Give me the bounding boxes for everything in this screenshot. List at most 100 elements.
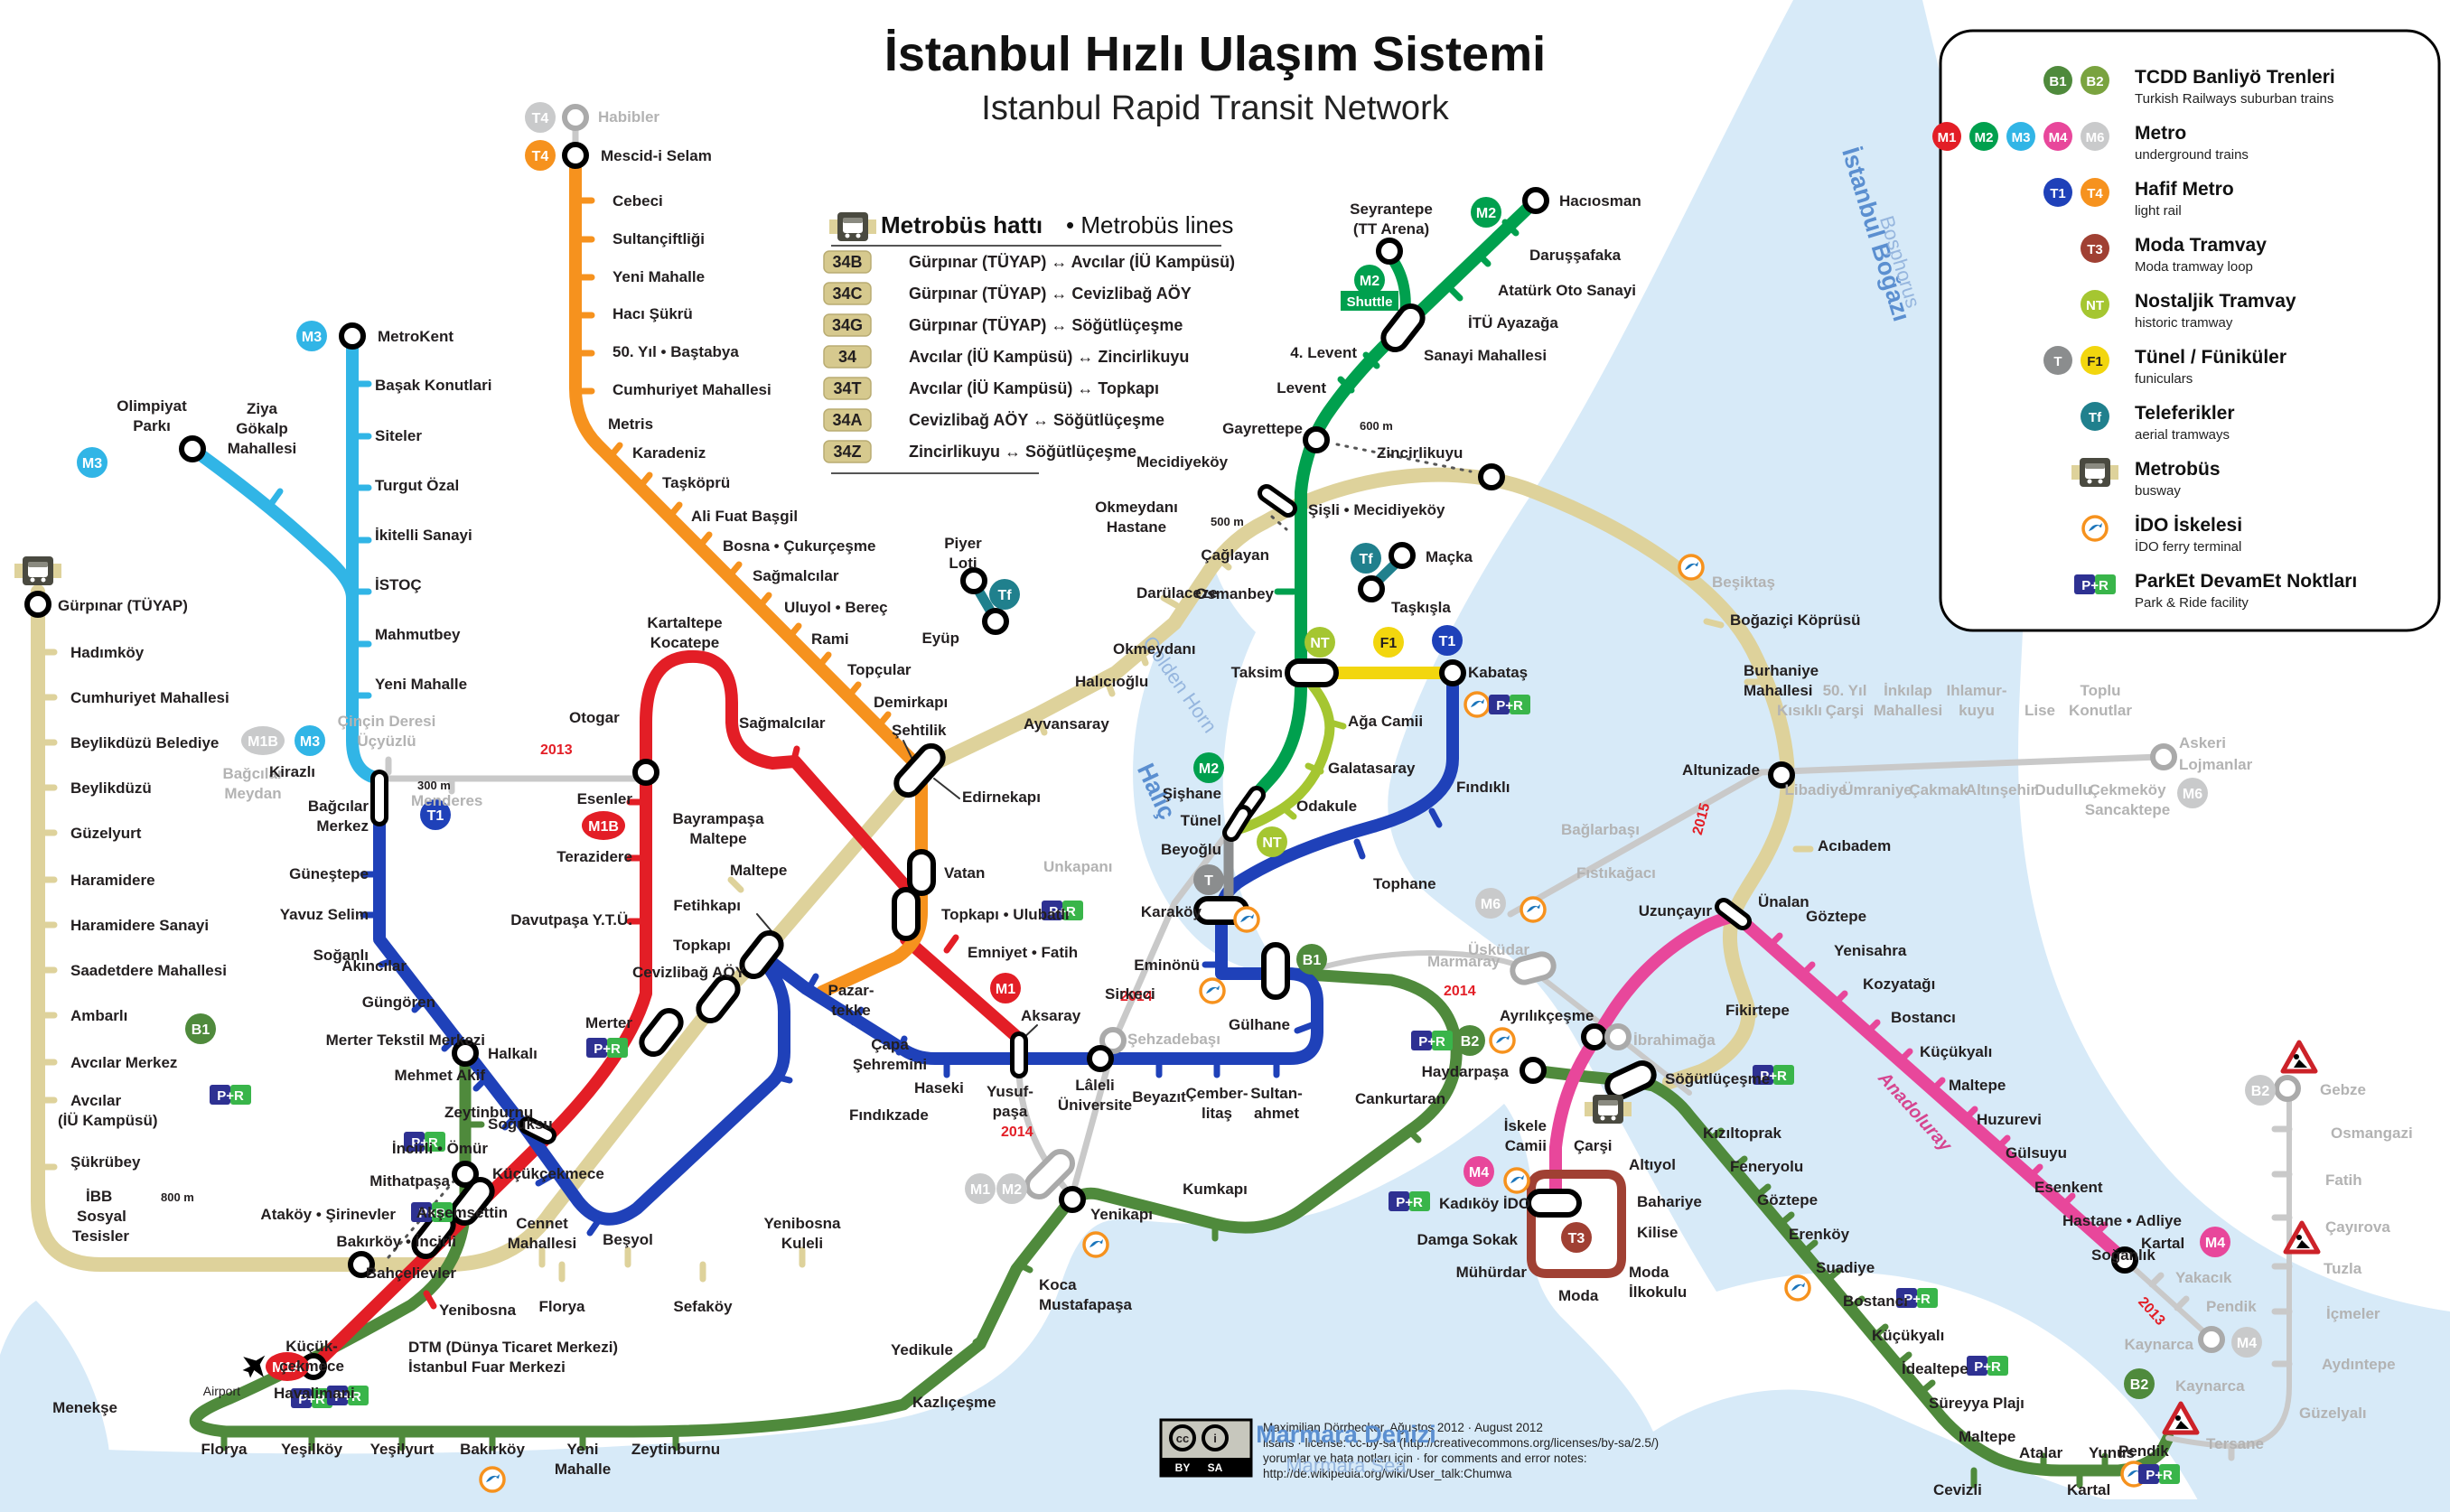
metrobus-icon (14, 556, 61, 585)
legend-badge-m4 (2043, 122, 2072, 151)
transfer-capsule (450, 1176, 495, 1227)
line-badge-label: B2 (2251, 1084, 2270, 1099)
station-label: Uluyol • Bereç (784, 599, 888, 616)
station-label: Kadıköy İDO (1439, 1195, 1530, 1212)
ferry-icon (1199, 977, 1226, 1004)
station-tick (756, 592, 772, 610)
station-label: Haramidere (70, 872, 155, 889)
station-tick (374, 1288, 390, 1308)
station-label: Bakırköy • İncirli (336, 1233, 456, 1250)
ferry-icon (1678, 554, 1705, 581)
cc-by-icon (1202, 1424, 1229, 1451)
metrobus-route-badge (823, 440, 872, 463)
station-circle (1604, 1023, 1632, 1050)
legend-label-tr: Metrobüs (2135, 459, 2221, 480)
station-tick (1279, 804, 1297, 820)
legend-label-en: historic tramway (2135, 315, 2233, 331)
station-label: Çapa (871, 1036, 909, 1053)
ferry-icon (1082, 1231, 1109, 1258)
future-station-label: Kaynarca (2175, 1377, 2245, 1395)
transfer-capsule (1261, 942, 1290, 1000)
station-label: Pendik (2118, 1442, 2169, 1460)
station-label: Fetihkapı (673, 897, 741, 914)
line-m4 (1549, 910, 2131, 1266)
legend-badge-m1 (1932, 122, 1961, 151)
transfer-capsule (1526, 1189, 1582, 1218)
legend-badge-t4 (2081, 178, 2109, 207)
metrobus-route-badge (823, 408, 872, 432)
map-label: BY (1175, 1461, 1191, 1474)
station-label: Sirkeci (1105, 985, 1155, 1003)
station-tick (423, 1290, 437, 1310)
station-circle (452, 1040, 479, 1067)
station-label: Cumhuriyet Mahallesi (70, 689, 229, 706)
line-badge (241, 726, 285, 755)
station-circle (1303, 426, 1330, 453)
station-label: Çağlayan (1201, 546, 1269, 564)
line-badge (582, 811, 625, 840)
station-tick (1473, 249, 1492, 267)
legend-label-tr: Tünel / Füniküler (2135, 347, 2286, 368)
station-label: Davutpaşa Y.T.Ü. (510, 911, 632, 929)
station-label: Olimpiyat (117, 397, 187, 415)
map-label: P+R (1396, 1195, 1423, 1210)
station-circle (1768, 761, 1795, 789)
station-label: Merter (585, 1014, 632, 1031)
line-badge (525, 102, 556, 133)
legend-badge-b1 (2043, 66, 2072, 95)
station-circle (1087, 1045, 1114, 1072)
map-label: P+R (1049, 904, 1076, 919)
station-label: Hacı Şükrü (612, 305, 693, 322)
station-label: Güngören (362, 994, 435, 1011)
station-label: Kartal (2141, 1235, 2184, 1252)
line-badge (2177, 778, 2208, 808)
station-label: Küçük- (285, 1338, 338, 1355)
station-label: Kozyatağı (1863, 975, 1935, 993)
station-label: Karadeniz (632, 444, 706, 462)
legend-label-tr: Metro (2135, 123, 2186, 144)
map-subtitle: Istanbul Rapid Transit Network (981, 89, 1449, 127)
station-label: Beylikdüzü (70, 779, 152, 797)
transfers-layer (24, 104, 2301, 1380)
station-label: Burhaniye (1744, 662, 1819, 679)
station-label: İncirli • Ömür (392, 1140, 488, 1157)
park-and-ride-icon: P+R (586, 1038, 628, 1058)
station-label: Kabataş (1468, 664, 1528, 681)
station-tick (1830, 990, 1848, 1008)
station-tick (786, 622, 802, 640)
station-label: İBB (86, 1188, 112, 1205)
future-station-label: Altınşehir (1966, 781, 2037, 798)
station-label: Havalimani (274, 1385, 355, 1402)
station-label: Halkalı (488, 1045, 538, 1062)
legend-badge-f1 (2081, 346, 2109, 375)
station-label: Erenköy (1789, 1226, 1850, 1243)
line-t3 (1527, 1170, 1626, 1278)
station-label: Tünel (1181, 812, 1221, 829)
station-label: Haramidere Sanayi (70, 917, 209, 934)
station-circle (562, 142, 589, 169)
line-b1 (189, 967, 1463, 1438)
line-badge (1351, 543, 1381, 574)
station-label: Beyazıt (1132, 1088, 1186, 1106)
transfer-dumbbell (1719, 902, 1747, 926)
map-label: Tf (2089, 410, 2102, 425)
line-badge-label: T3 (1568, 1231, 1585, 1246)
station-label: Bakırköy (460, 1441, 525, 1458)
metrobus-route-number: 34C (832, 285, 862, 303)
station-circle (1059, 1186, 1086, 1213)
station-label: Atatürk Oto Sanayi (1498, 282, 1636, 299)
future-station-label: Fatih (2325, 1171, 2362, 1189)
station-label: Soğanlık (2091, 1246, 2155, 1264)
line-badge (1454, 1025, 1485, 1056)
station-label: Taşkışla (1391, 599, 1451, 616)
station-tick (535, 1172, 555, 1187)
station-circle (1439, 659, 1466, 686)
station-label: Rami (811, 630, 849, 648)
legend-label-tr: ParkEt DevamEt Noktları (2135, 571, 2357, 592)
station-tick (1103, 676, 1116, 697)
metrobus-route-number: 34 (838, 348, 856, 366)
station-label: Cevizli (1933, 1481, 1982, 1498)
station-label: Gürpınar (TÜYAP) (58, 597, 188, 614)
